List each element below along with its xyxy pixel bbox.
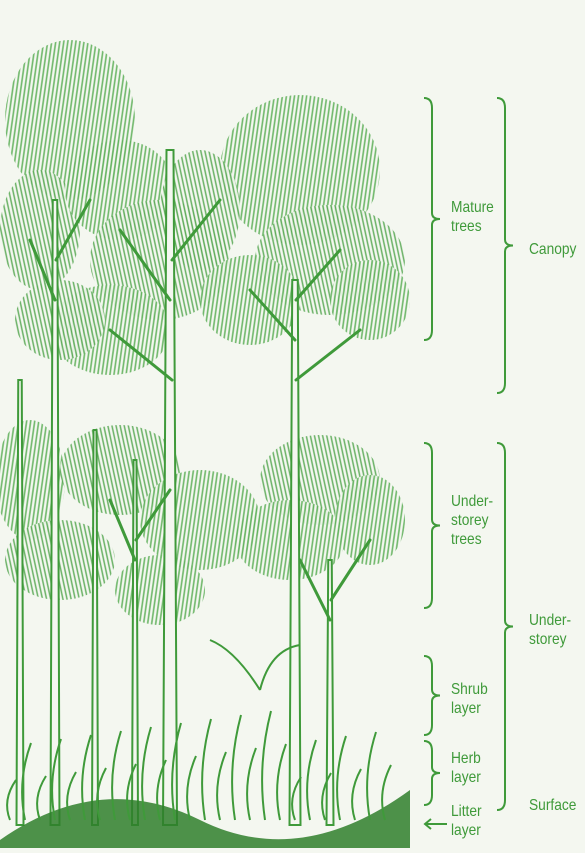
ground-plant — [37, 776, 46, 820]
ground-plant — [277, 744, 286, 820]
layer-bracket — [424, 656, 440, 735]
ground-vegetation-group — [0, 640, 410, 848]
ground-plant — [187, 756, 196, 820]
label-canopy: Canopy — [529, 240, 576, 259]
tree-trunk — [163, 150, 177, 825]
ground-plant — [202, 719, 211, 820]
label-understorey: Under- storey — [529, 611, 571, 649]
foliage-group — [0, 40, 410, 625]
shrub-fronds — [210, 640, 300, 690]
ground-plant — [337, 736, 346, 820]
layer-bracket — [497, 98, 513, 393]
tree-crown — [200, 255, 300, 345]
tree-crown — [330, 260, 410, 340]
label-understorey-trees: Under- storey trees — [451, 492, 493, 549]
tree-crown — [115, 555, 205, 625]
tree-trunk — [92, 430, 98, 825]
label-shrub-layer: Shrub layer — [451, 680, 488, 718]
ground-plant — [247, 748, 256, 820]
label-mature-trees: Mature trees — [451, 198, 494, 236]
ground-plant — [262, 711, 271, 820]
tree-crown — [335, 475, 405, 565]
layer-bracket — [424, 443, 440, 608]
label-litter-layer: Litter layer — [451, 802, 482, 840]
layer-bracket — [424, 98, 440, 340]
label-surface: Surface — [529, 796, 576, 815]
tree-trunk — [17, 380, 24, 825]
ground-plant — [217, 752, 226, 820]
ground-plant — [367, 732, 376, 820]
tree-branch — [296, 330, 360, 380]
ground-plant — [352, 769, 361, 820]
ground-plant — [232, 715, 241, 820]
tree-trunk — [290, 280, 301, 825]
tree-crown — [15, 280, 105, 360]
litter-arrow — [425, 819, 447, 829]
layer-bracket — [497, 443, 513, 810]
layer-bracket — [424, 741, 440, 805]
ground-plant — [307, 740, 316, 820]
ground-plant — [7, 780, 16, 820]
label-herb-layer: Herb layer — [451, 749, 481, 787]
